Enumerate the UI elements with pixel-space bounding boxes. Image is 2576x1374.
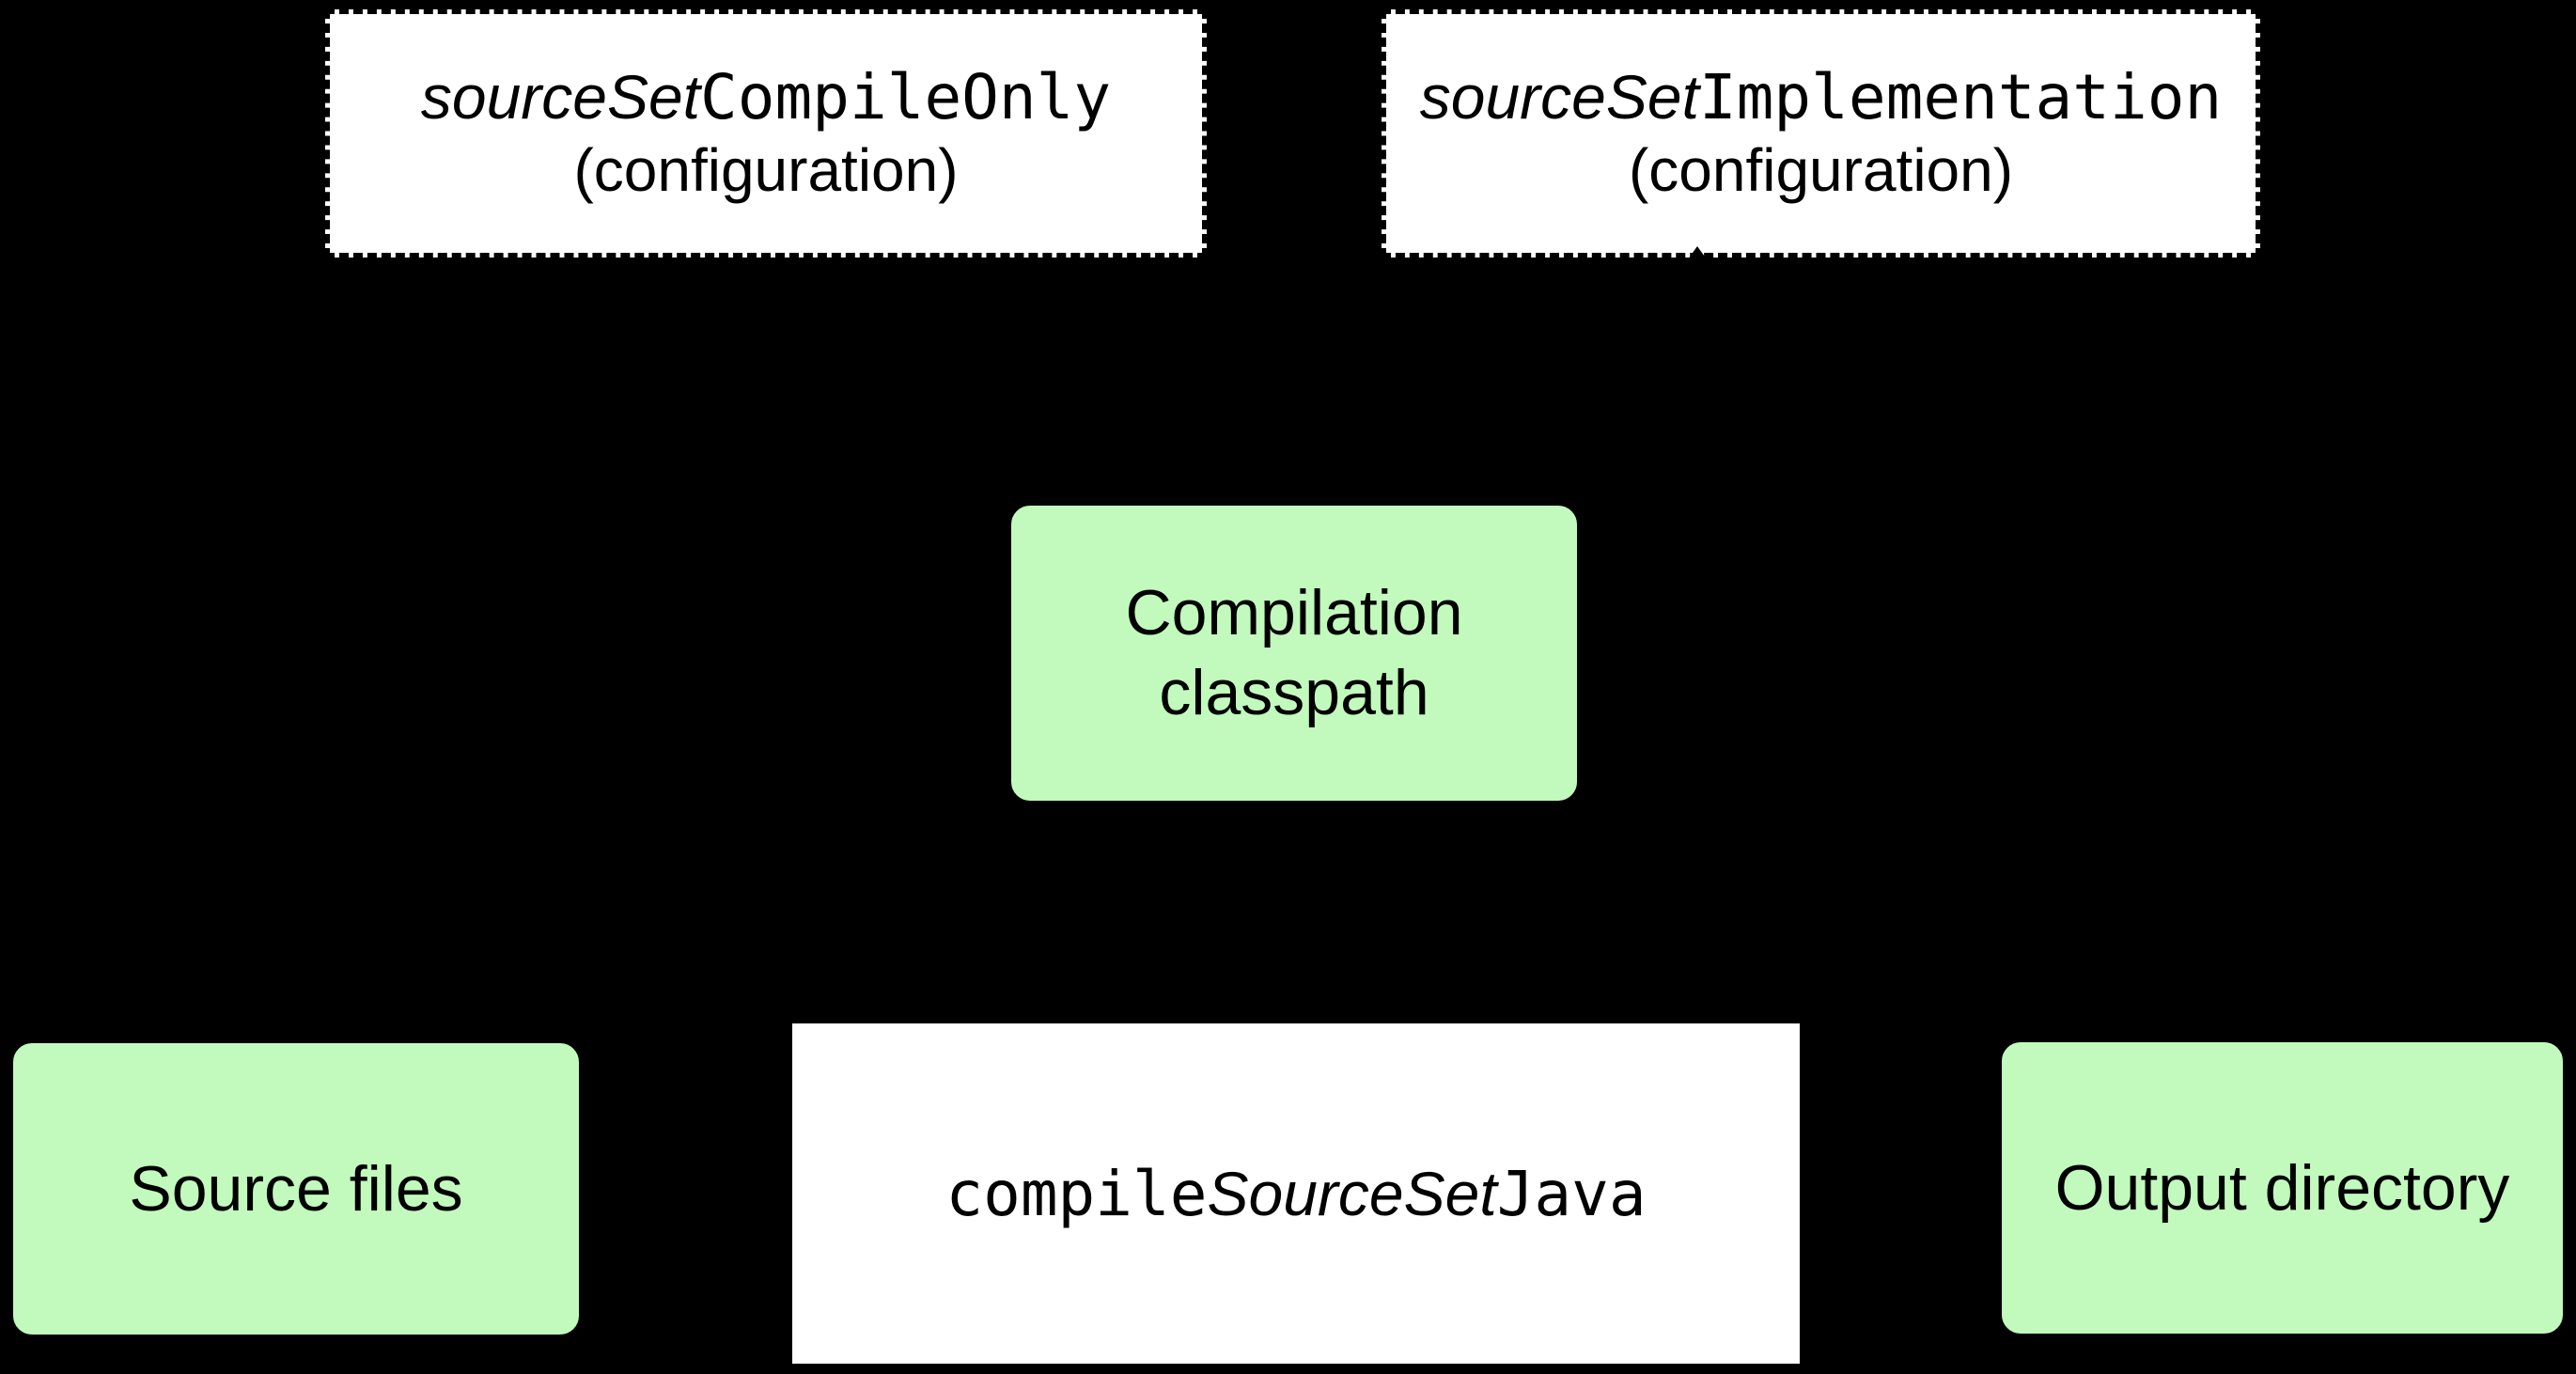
node-title: sourceSetCompileOnly [421, 60, 1111, 134]
text-segment-italic: SourceSet [1207, 1158, 1497, 1228]
label-line: Compilation [1125, 577, 1463, 648]
text-segment-mono: Implementation [1698, 61, 2223, 133]
node-source-files: Source files [9, 1039, 583, 1338]
node-title: compileSourceSetJava [945, 1158, 1646, 1230]
node-sourceset-implementation-configuration: sourceSetImplementation (configuration) [1382, 9, 2260, 258]
node-title: sourceSetImplementation [1420, 60, 2222, 134]
arrowhead-tip-icon [1688, 246, 1707, 259]
node-label: Compilation classpath [1125, 573, 1462, 733]
text-segment-mono: compile [945, 1157, 1208, 1230]
node-subtitle: (configuration) [1628, 136, 2014, 205]
text-segment-mono: Java [1496, 1157, 1647, 1230]
label-line: classpath [1159, 657, 1429, 728]
node-label: Source files [129, 1152, 463, 1225]
text-segment-italic: sourceSet [420, 62, 701, 132]
node-sourceset-compileonly-configuration: sourceSetCompileOnly (configuration) [325, 9, 1207, 258]
node-output-directory: Output directory [1998, 1038, 2567, 1337]
node-compilation-classpath: Compilation classpath [1007, 502, 1581, 804]
node-subtitle: (configuration) [573, 136, 959, 205]
node-label: Output directory [2054, 1151, 2510, 1224]
text-segment-mono: CompileOnly [700, 61, 1112, 133]
node-compile-sourceset-java-task: compileSourceSetJava [786, 1017, 1806, 1370]
text-segment-italic: sourceSet [1419, 62, 1699, 132]
